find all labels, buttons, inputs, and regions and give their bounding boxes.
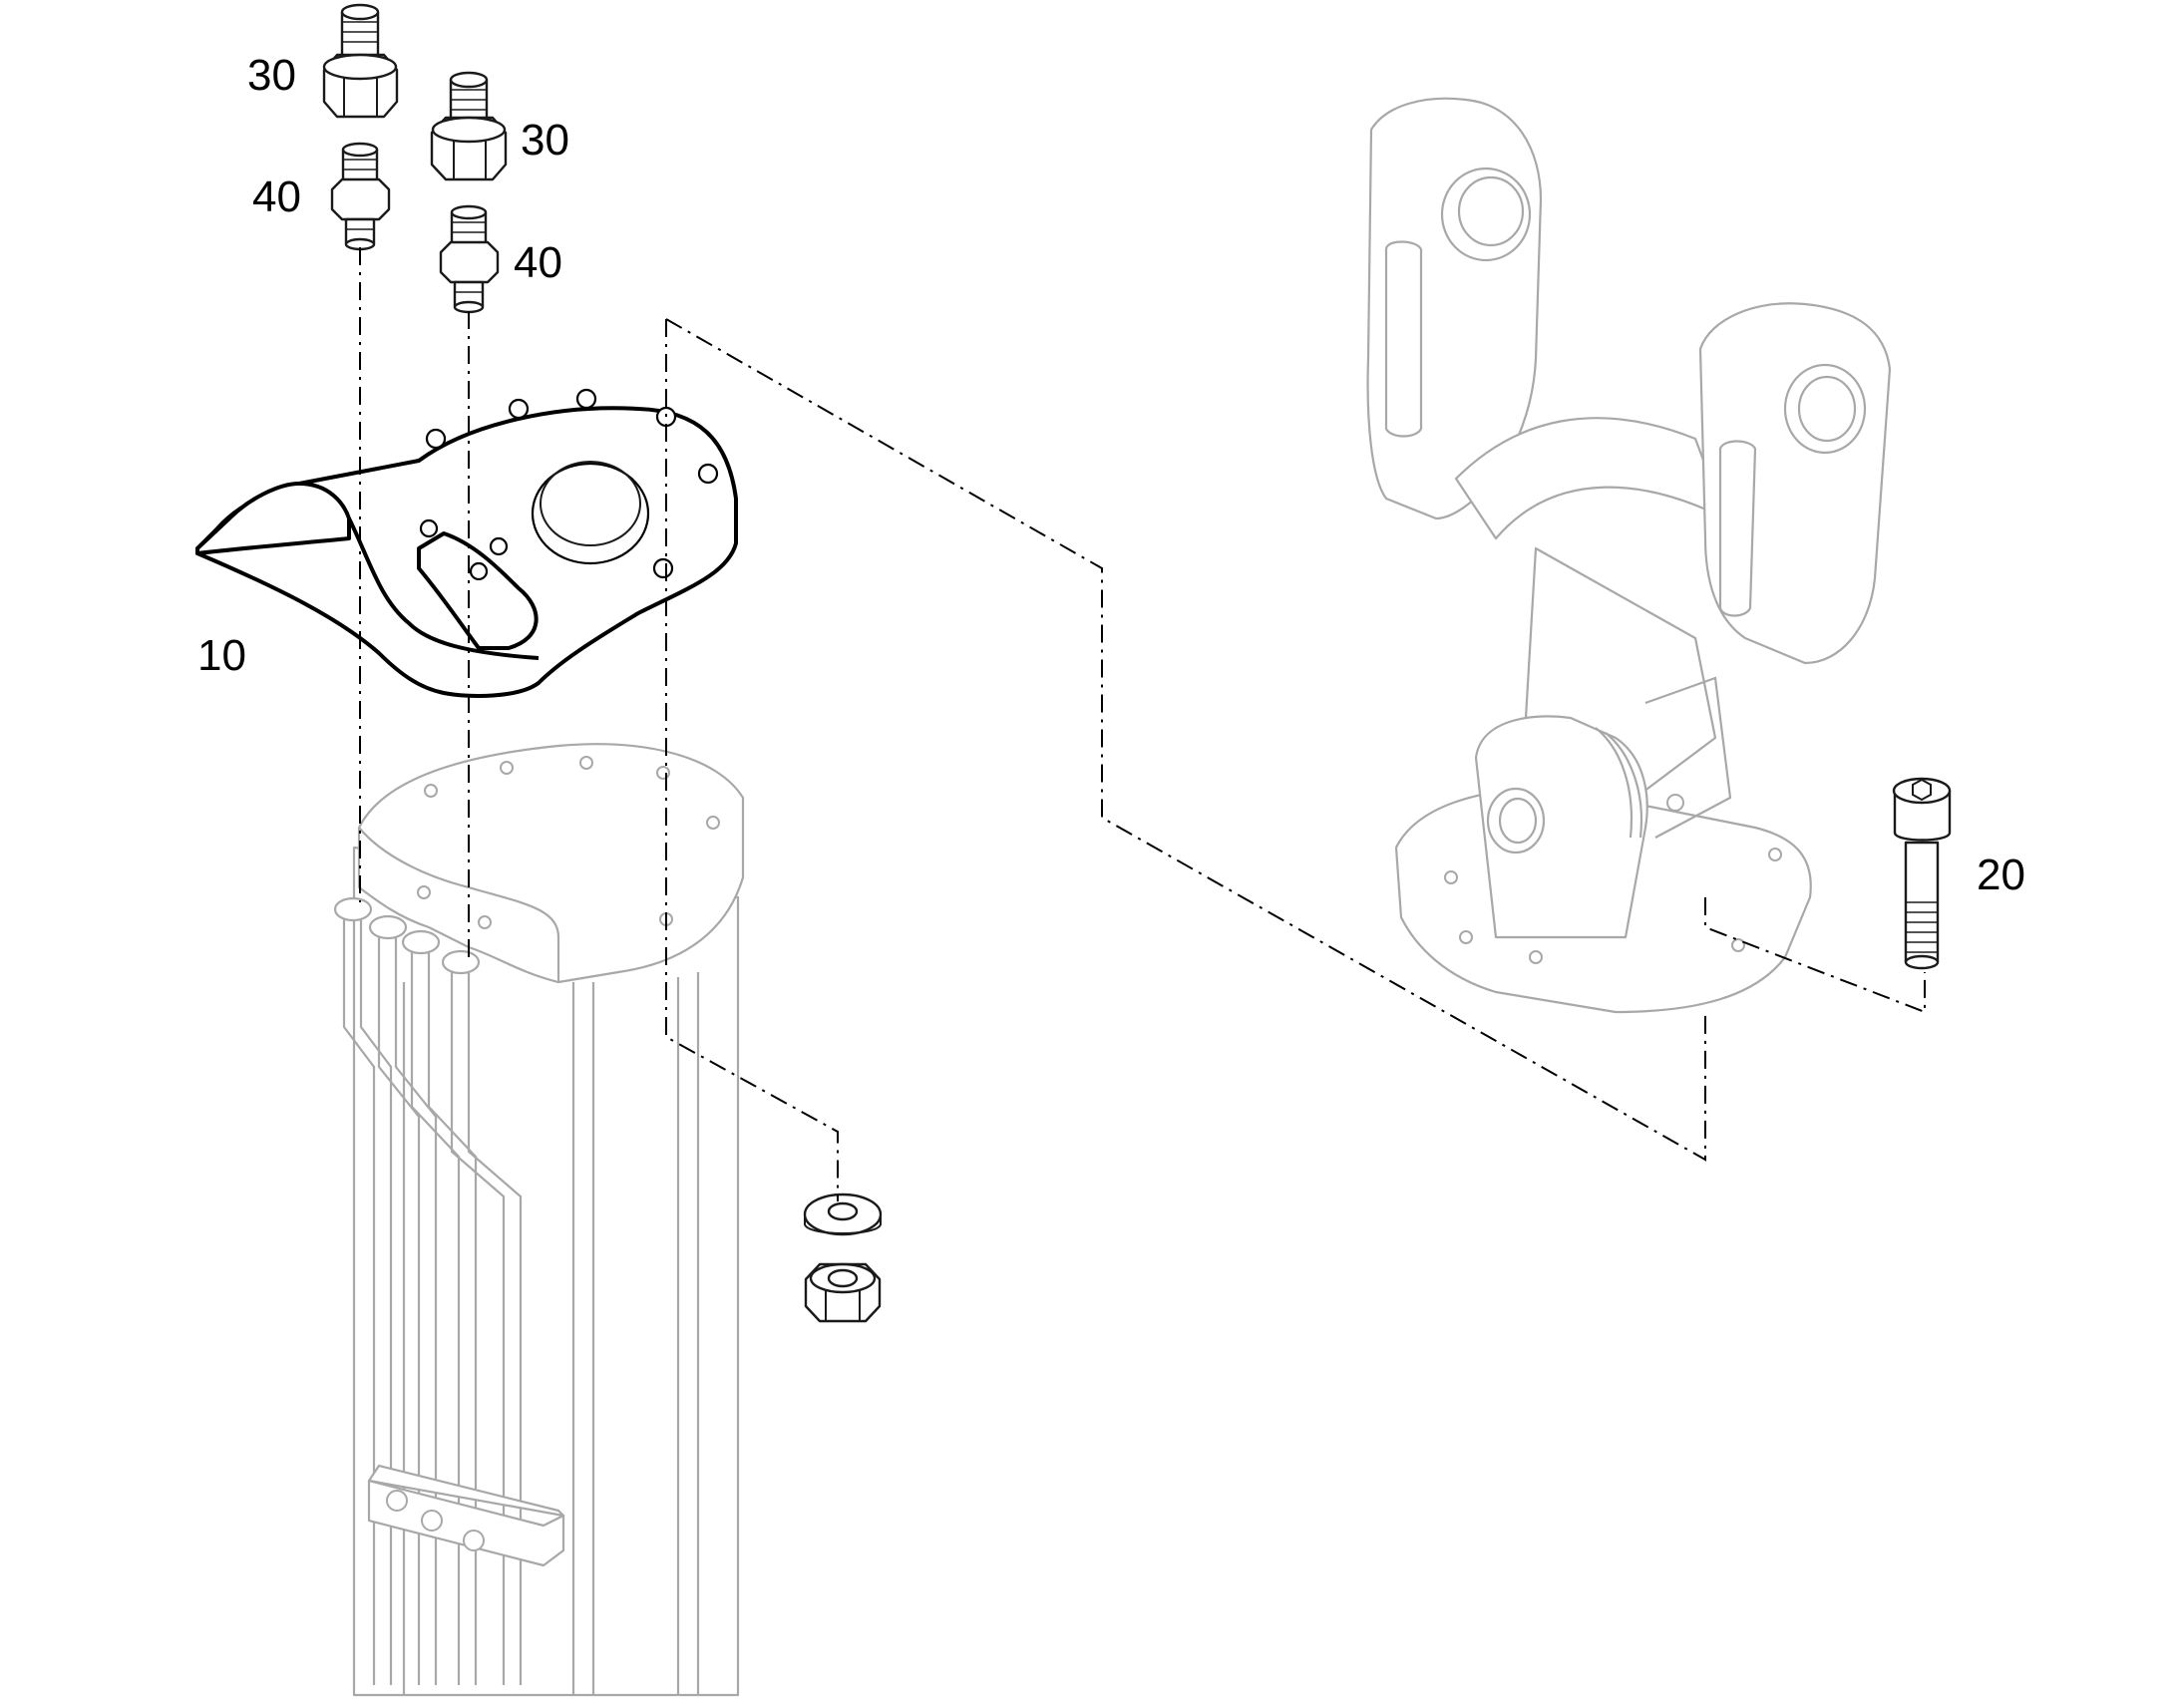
assembly-centerlines — [359, 247, 1926, 1201]
callout-union-left: 30 — [247, 51, 296, 100]
mounting-plate — [195, 388, 738, 698]
straight-fitting-right — [439, 204, 500, 314]
callout-screw: 20 — [1977, 851, 2025, 899]
hydraulic-pipes — [333, 896, 565, 1685]
washer — [803, 1193, 883, 1236]
straight-fitting-left — [330, 142, 391, 251]
callout-plate: 10 — [197, 631, 246, 680]
callout-labels: 30 30 40 40 10 20 — [197, 51, 2025, 899]
callout-fitting-right: 40 — [514, 238, 562, 287]
yoke-bracket — [1366, 97, 1892, 1014]
hex-nut — [804, 1262, 882, 1323]
union-fitting-left — [322, 3, 399, 119]
socket-head-screw — [1892, 777, 1952, 970]
callout-union-right: 30 — [521, 116, 569, 165]
callout-fitting-left: 40 — [252, 172, 301, 221]
union-fitting-right — [430, 71, 508, 181]
